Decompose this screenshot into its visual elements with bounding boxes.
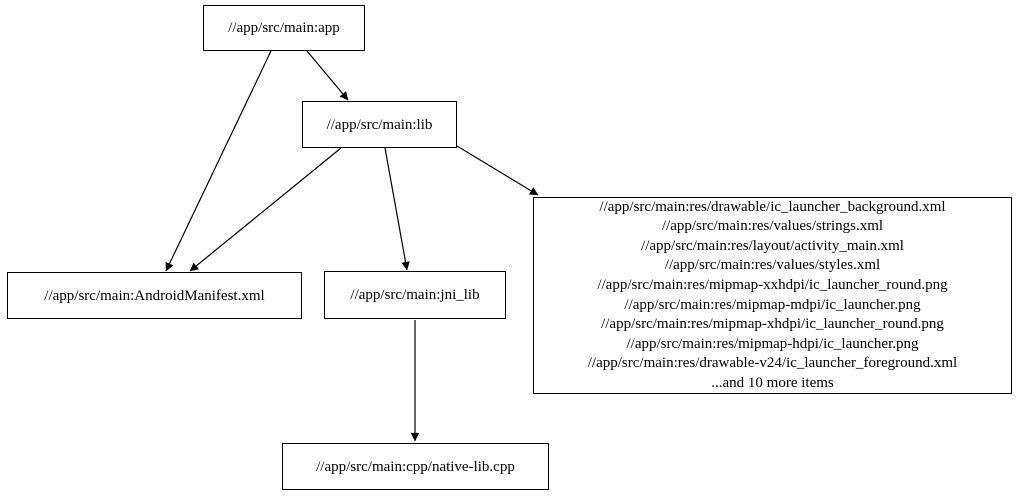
node-res-line: //app/src/main:res/values/styles.xml	[664, 257, 881, 274]
node-app-label: //app/src/main:app	[228, 20, 340, 36]
node-res-line: //app/src/main:res/mipmap-xxhdpi/ic_laun…	[597, 276, 948, 293]
node-lib: //app/src/main:lib	[302, 101, 457, 148]
node-cpp-native-lib-label: //app/src/main:cpp/native-lib.cpp	[316, 458, 515, 475]
node-jni-lib-label: //app/src/main:jni_lib	[350, 287, 480, 303]
edge-app-lib	[306, 50, 349, 101]
node-res-line: //app/src/main:res/drawable-v24/ic_launc…	[587, 355, 958, 372]
node-android-manifest-label: //app/src/main:AndroidManifest.xml	[44, 287, 265, 304]
edge-app-manifest	[165, 50, 272, 272]
edge-lib-manifest	[189, 147, 342, 272]
node-res-line: //app/src/main:res/values/strings.xml	[661, 218, 884, 235]
edge-lib-jni-lib	[384, 147, 410, 271]
node-cpp-native-lib: //app/src/main:cpp/native-lib.cpp	[282, 443, 549, 490]
node-jni-lib: //app/src/main:jni_lib	[324, 271, 506, 319]
node-res-line: //app/src/main:res/drawable/ic_launcher_…	[599, 198, 946, 215]
node-res-line: //app/src/main:res/mipmap-xhdpi/ic_launc…	[601, 316, 944, 333]
node-res-more-items: ...and 10 more items	[711, 374, 834, 391]
node-android-manifest: //app/src/main:AndroidManifest.xml	[7, 272, 302, 319]
node-res-line: //app/src/main:res/mipmap-hdpi/ic_launch…	[626, 335, 919, 352]
node-res-line: //app/src/main:res/layout/activity_main.…	[641, 237, 904, 254]
node-res-group: //app/src/main:res/drawable/ic_launcher_…	[533, 197, 1012, 394]
edge-lib-res	[456, 145, 539, 196]
node-res-line: //app/src/main:res/mipmap-mdpi/ic_launch…	[624, 296, 921, 313]
node-lib-label: //app/src/main:lib	[326, 116, 433, 133]
node-app: //app/src/main:app	[203, 5, 365, 51]
